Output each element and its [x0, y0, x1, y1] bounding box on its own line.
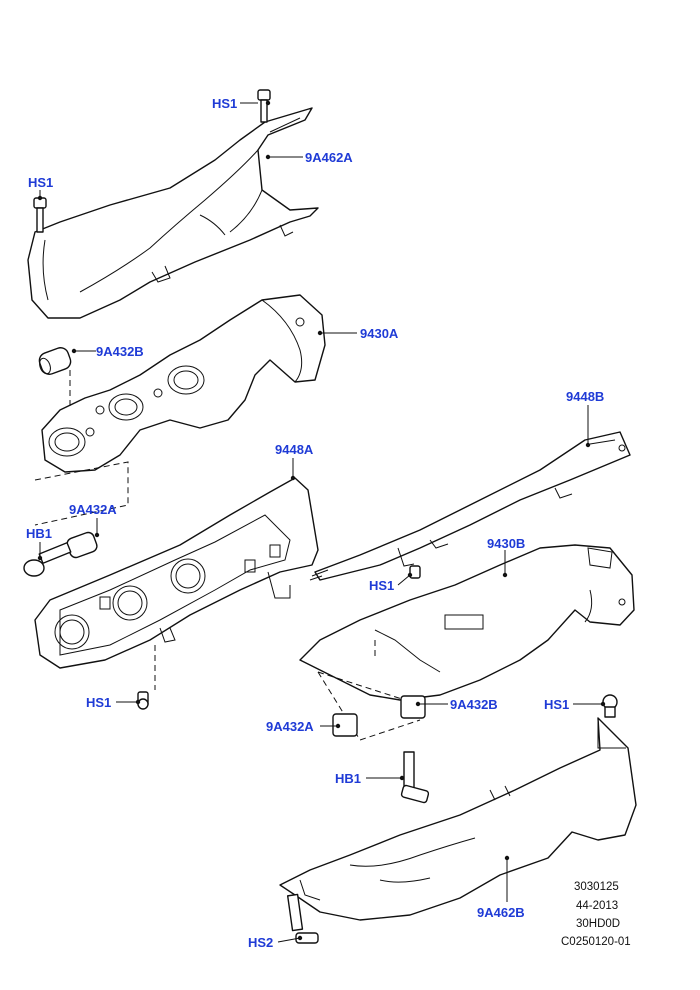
gasket-9a432a-right [332, 713, 358, 737]
callout-hs2: HS2 [248, 935, 273, 950]
reference-block: 3030125 44-2013 30HD0D C0250120-01 [561, 881, 631, 948]
bolt-hb1-left [23, 542, 72, 577]
heat-shield-upper [27, 107, 319, 319]
callout-hb1-left: HB1 [26, 526, 52, 541]
bolt-hs1-right [602, 694, 618, 718]
callout-hs1-center: HS1 [369, 578, 394, 593]
reference-line-1: 3030125 [574, 881, 619, 893]
callout-manifold-right: 9430B [487, 536, 525, 551]
callout-heat-shield-lower: 9A462B [477, 905, 525, 920]
callout-gasket-left-upper: 9A432B [96, 344, 144, 359]
callout-gasket-right-upper: 9A432B [450, 697, 498, 712]
bolt-hs1-top [257, 89, 271, 123]
bolt-hs1-lower-left [137, 691, 149, 710]
bolt-hs2 [286, 893, 319, 944]
gasket-9a432b-right [400, 695, 426, 719]
bolt-hs1-left [33, 197, 47, 233]
leader-lines [39, 102, 603, 943]
callout-hs1-lower-left: HS1 [86, 695, 111, 710]
gasket-9a432a-left [66, 531, 98, 559]
gasket-plate-right [309, 431, 631, 581]
callout-manifold-left: 9430A [360, 326, 399, 341]
callout-hs1-right: HS1 [544, 697, 569, 712]
leader-dots [37, 100, 606, 941]
callout-gasket-plate-left: 9448A [275, 442, 314, 457]
exhaust-manifold-left [41, 294, 326, 473]
heat-shield-lower [279, 717, 637, 921]
callout-gasket-right-lower: 9A432A [266, 719, 314, 734]
callout-heat-shield-upper: 9A462A [305, 150, 353, 165]
callout-gasket-plate-right: 9448B [566, 389, 604, 404]
gasket-9a432b-left [38, 347, 72, 375]
gasket-plate-left [34, 477, 319, 669]
bolt-hb1-right [400, 751, 430, 804]
reference-line-3: 30HD0D [576, 918, 620, 930]
reference-line-2: 44-2013 [576, 900, 618, 912]
callout-hs1-top: HS1 [212, 96, 237, 111]
callout-hs1-left: HS1 [28, 175, 53, 190]
bolt-hs1-center [409, 565, 421, 579]
callout-hb1-right: HB1 [335, 771, 361, 786]
reference-line-4: C0250120-01 [561, 936, 631, 948]
callout-gasket-left-lower: 9A432A [69, 502, 117, 517]
